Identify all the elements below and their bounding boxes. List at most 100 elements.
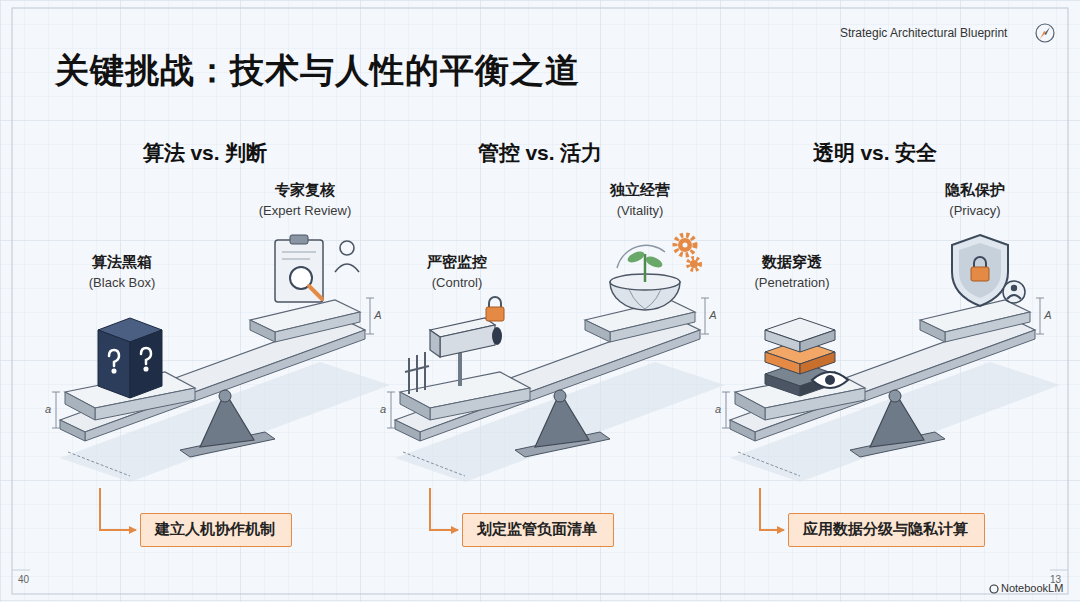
seesaw-algorithm	[52, 235, 390, 482]
black-box-cube	[113, 370, 116, 373]
lock-icon	[489, 297, 501, 308]
gear-icon	[690, 260, 698, 268]
data-layers-icon	[765, 374, 800, 396]
person-icon	[340, 241, 354, 255]
compass-icon	[1036, 24, 1054, 42]
compass-icon	[1036, 24, 1054, 42]
shield-icon	[952, 235, 1008, 306]
black-box-cube	[98, 318, 162, 398]
side-label: 隐私保护	[945, 181, 1005, 199]
compass-icon	[1044, 27, 1050, 35]
solution-arrow	[760, 488, 784, 530]
seesaw	[722, 298, 1060, 482]
seesaw-transparency	[722, 235, 1060, 482]
dimension-label: A	[1044, 309, 1051, 322]
camera-icon	[430, 318, 502, 386]
side-label: 算法黑箱	[92, 253, 152, 271]
dimension-label: a	[45, 403, 51, 416]
person-icon	[335, 241, 359, 272]
person-badge-icon	[1003, 281, 1025, 303]
side-label-en: (Privacy)	[949, 203, 1000, 219]
side-label-en: (Penetration)	[754, 275, 829, 291]
gear-icon	[688, 258, 700, 270]
globe-sprout-icon	[626, 249, 646, 265]
side-label: 严密监控	[427, 253, 487, 271]
black-box-cube	[130, 330, 162, 398]
lock-icon	[486, 307, 504, 321]
data-layers-icon	[800, 330, 835, 352]
watermark: NotebookLM	[1001, 582, 1063, 595]
side-label: 专家复核	[275, 181, 335, 199]
camera-icon	[458, 352, 462, 386]
dimension-label: A	[709, 309, 716, 322]
fence	[408, 358, 410, 394]
fence	[424, 352, 426, 390]
box-text: 建立人机协作机制	[141, 514, 291, 544]
side-label: 数据穿透	[762, 253, 822, 271]
side-label-en: (Expert Review)	[259, 203, 351, 219]
eye-icon	[812, 372, 848, 388]
side-label-en: (Black Box)	[89, 275, 155, 291]
globe-sprout-icon	[610, 245, 680, 310]
dimension-label: A	[374, 309, 381, 322]
clipboard-icon	[275, 235, 323, 302]
shield-icon	[952, 235, 1008, 306]
data-layers-icon	[765, 352, 800, 374]
gear-icon	[675, 235, 695, 255]
person-badge-icon	[1003, 281, 1025, 303]
black-box-cube	[109, 350, 119, 366]
solution-arrow	[430, 488, 458, 530]
clipboard-icon	[275, 240, 323, 302]
shield-icon	[971, 267, 989, 281]
clipboard-icon	[290, 235, 308, 244]
column-heading: 管控 vs. 活力	[478, 140, 603, 165]
black-box-cube	[145, 368, 148, 371]
grid-background	[12, 570, 30, 571]
side-label: 独立经营	[610, 181, 670, 199]
clipboard-icon	[282, 252, 316, 253]
shield-icon	[959, 243, 1001, 298]
camera-icon	[440, 325, 495, 357]
side-label-en: (Vitality)	[617, 203, 664, 219]
eye-icon	[812, 372, 848, 388]
box-text: 划定监管负面清单	[463, 514, 613, 544]
eye-icon	[825, 375, 835, 385]
grid-background	[12, 8, 1068, 594]
shield-icon	[974, 257, 986, 268]
notebooklm-logo	[990, 585, 998, 593]
gear-icon	[678, 238, 692, 252]
box-text: 应用数据分级与隐私计算	[789, 514, 984, 544]
compass-icon	[1040, 31, 1046, 39]
person-badge-icon	[1007, 295, 1021, 299]
column-heading: 透明 vs. 安全	[813, 140, 938, 165]
solution-arrow	[100, 488, 136, 530]
fence	[405, 366, 429, 372]
seesaw	[52, 298, 390, 482]
grid-background	[1050, 570, 1068, 571]
data-layers-icon	[800, 352, 835, 374]
globe-sprout-icon	[644, 254, 664, 270]
slide-title: 关键挑战：技术与人性的平衡之道	[55, 50, 580, 91]
fence	[405, 352, 429, 394]
gear-icon	[683, 243, 688, 248]
black-box-cube	[141, 348, 151, 370]
camera-icon	[430, 330, 440, 357]
seesaw	[387, 298, 725, 482]
black-box-cube	[98, 330, 130, 398]
solution-box: 建立人机协作机制	[140, 513, 292, 547]
person-icon	[335, 264, 359, 272]
lock-icon	[486, 297, 504, 321]
gear-icon	[675, 235, 700, 270]
dimension-label: a	[380, 403, 386, 416]
seesaw-control	[387, 235, 725, 482]
brand-text: Strategic Architectural Blueprint	[840, 26, 1007, 40]
side-label-en: (Control)	[432, 275, 483, 291]
black-box-cube	[109, 350, 119, 372]
fence	[416, 355, 418, 392]
